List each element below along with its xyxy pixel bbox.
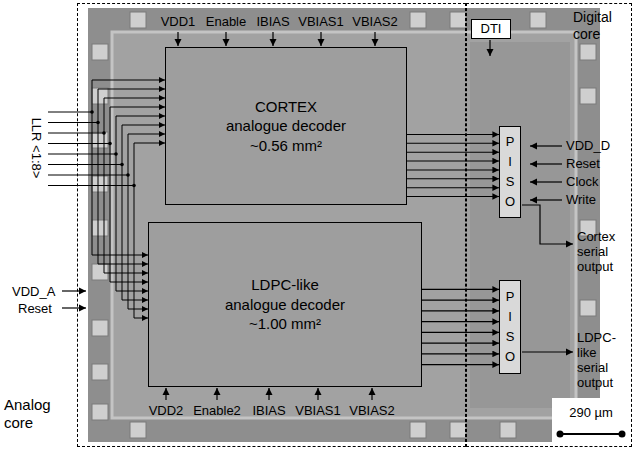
piso-block: P I S O xyxy=(499,126,521,218)
signal-connector xyxy=(422,321,499,322)
piso-label: P I S O xyxy=(504,287,516,368)
signal-connector xyxy=(422,364,499,365)
scale-bar xyxy=(557,431,626,438)
decoder-block: LDPC-likeanalogue decoder~1.00 mm² xyxy=(148,222,422,387)
decoder-block: CORTEXanalogue decoder~0.56 mm² xyxy=(165,47,407,205)
pin-label: Reset xyxy=(18,301,52,316)
scale-label: 290 µm xyxy=(569,405,613,420)
signal-connector xyxy=(407,134,499,135)
signal-connector xyxy=(407,152,499,153)
signal-connector xyxy=(422,332,499,333)
region-label: Analog core xyxy=(4,396,68,432)
signal-connector xyxy=(422,353,499,354)
die-core xyxy=(112,32,576,418)
dti-tag: DTI xyxy=(471,19,511,39)
pin-label: VDD1 xyxy=(161,14,196,29)
pin-label: VDD_D xyxy=(566,138,610,153)
digital-area xyxy=(470,42,570,408)
pin-label: Enable2 xyxy=(193,403,241,418)
pin-label: VBIAS1 xyxy=(298,14,344,29)
piso-label: P I S O xyxy=(504,132,516,213)
block-title: LDPC-like xyxy=(251,275,319,295)
pin-label: VDD_A xyxy=(12,284,55,299)
signal-connector xyxy=(407,169,499,170)
signal-connector xyxy=(422,343,499,344)
analog-core-region: Analog coreCORTEXanalogue decoder~0.56 m… xyxy=(77,3,466,447)
block-title: analogue decoder xyxy=(226,116,346,136)
pin-label: VBIAS2 xyxy=(349,403,395,418)
signal-connector xyxy=(422,310,499,311)
scale-box xyxy=(552,398,628,444)
signal-connector xyxy=(407,143,499,144)
bus-junctions xyxy=(90,110,136,187)
block-title: analogue decoder xyxy=(225,295,345,315)
pin-label: Clock xyxy=(566,174,599,189)
signal-connector xyxy=(407,187,499,188)
pin-label: VBIAS2 xyxy=(352,14,398,29)
block-title: CORTEX xyxy=(255,97,317,117)
signal-connector xyxy=(407,196,499,197)
die-photo xyxy=(88,8,600,442)
pin-label: IBIAS xyxy=(252,403,285,418)
pin-label: Enable xyxy=(206,14,246,29)
signal-connector xyxy=(407,161,499,162)
pin-label: VDD2 xyxy=(149,403,184,418)
output-label: LDPC-like serial output xyxy=(577,330,625,390)
bond-pads xyxy=(92,12,596,438)
output-label: Cortex serial output xyxy=(577,229,625,274)
piso-block: P I S O xyxy=(499,280,521,374)
signal-connector xyxy=(422,289,499,290)
io-wires xyxy=(62,40,573,352)
region-label: Digital core xyxy=(573,9,629,43)
dti-label: DTI xyxy=(481,22,502,36)
block-title: ~0.56 mm² xyxy=(250,136,322,156)
bus-label: LLR <1:8> xyxy=(29,118,44,179)
pin-label: IBIAS xyxy=(256,14,289,29)
pin-label: VBIAS1 xyxy=(295,403,341,418)
signal-connector xyxy=(407,178,499,179)
pin-label: Write xyxy=(566,192,596,207)
signal-connector xyxy=(422,300,499,301)
pin-label: Reset xyxy=(566,156,600,171)
block-title: ~1.00 mm² xyxy=(249,314,321,334)
